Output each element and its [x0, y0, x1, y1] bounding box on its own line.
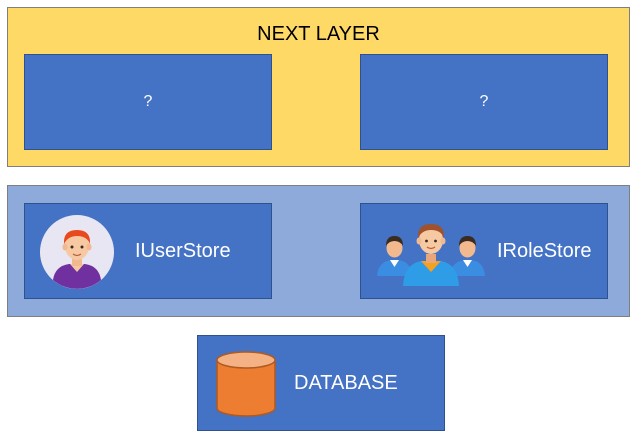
user-store-box: IUserStore — [24, 203, 272, 299]
database-label: DATABASE — [294, 372, 398, 394]
next-layer-box-right: ? — [360, 54, 608, 150]
role-store-box: IRoleStore — [360, 203, 608, 299]
next-layer-box-left-label: ? — [143, 93, 153, 110]
group-users-icon — [377, 224, 485, 286]
database-cylinder-icon — [216, 351, 276, 417]
database-box: DATABASE — [197, 335, 445, 431]
next-layer-box-left: ? — [24, 54, 272, 150]
user-store-label: IUserStore — [135, 240, 231, 262]
next-layer-title: NEXT LAYER — [257, 23, 380, 45]
user-avatar-icon — [40, 215, 114, 289]
role-store-label: IRoleStore — [497, 240, 592, 262]
next-layer-box-right-label: ? — [479, 93, 489, 110]
